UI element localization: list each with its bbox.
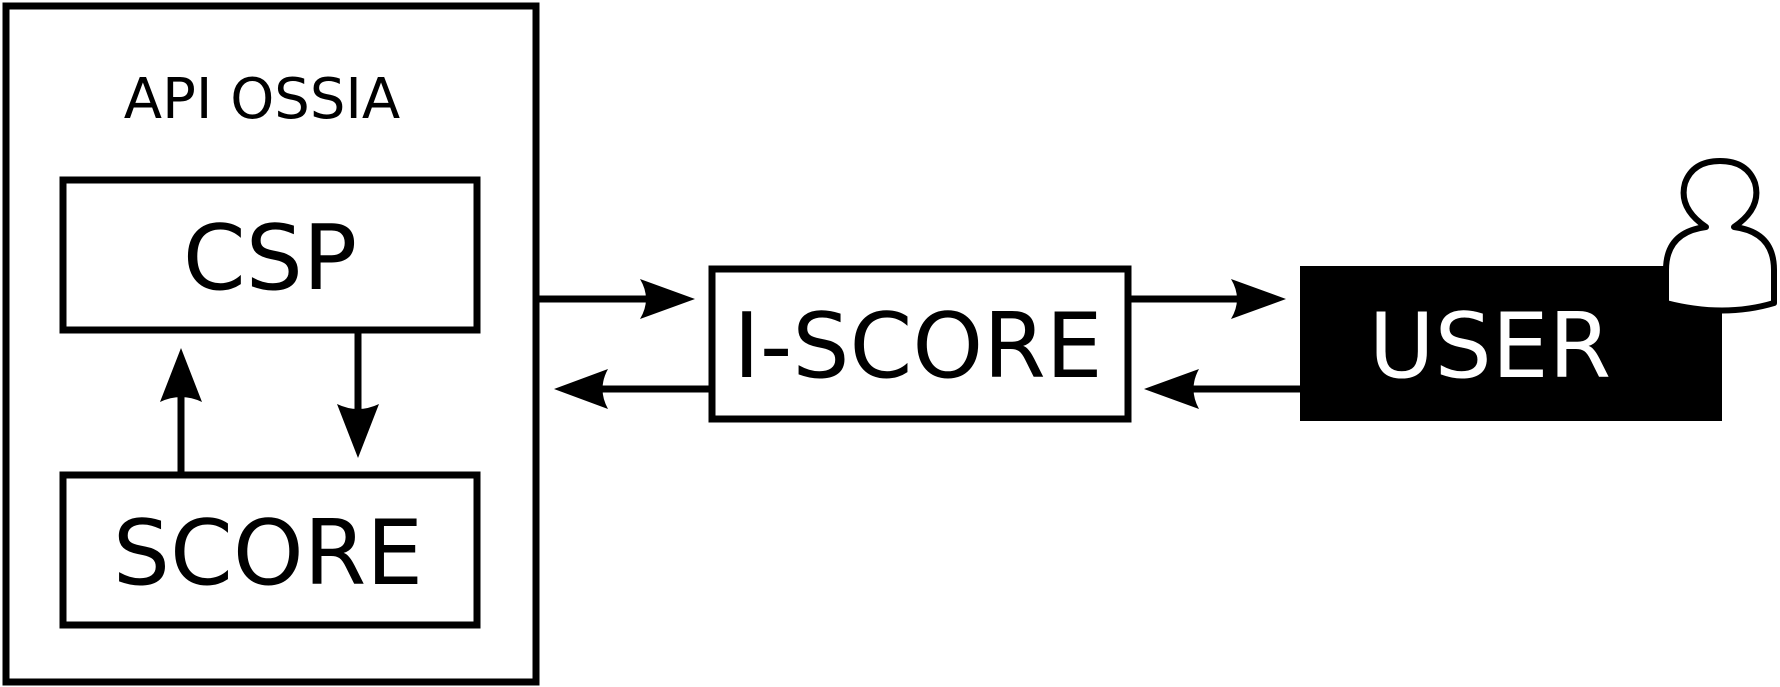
user-box — [1300, 266, 1722, 421]
arrow-csp-to-score — [337, 330, 379, 458]
iscore-box — [708, 265, 1132, 423]
score-box — [59, 471, 481, 629]
csp-box — [59, 176, 481, 334]
api-ossia-frame — [2, 2, 540, 686]
api-ossia-container: API OSSIA — [2, 2, 540, 686]
csp-label: CSP — [183, 206, 357, 311]
iscore-node: I-SCORE — [708, 265, 1132, 423]
arrow-score-to-csp — [160, 348, 202, 475]
user-node: USER — [1300, 266, 1722, 421]
arrow-iscore-to-api — [554, 369, 710, 409]
api-ossia-label: API OSSIA — [124, 67, 400, 132]
arrow-api-to-iscore — [536, 279, 695, 319]
arrow-user-to-iscore — [1144, 369, 1300, 409]
iscore-label: I-SCORE — [733, 294, 1102, 399]
csp-node: CSP — [59, 176, 481, 334]
user-person-icon — [1663, 158, 1777, 314]
score-label: SCORE — [113, 501, 423, 606]
user-label: USER — [1369, 294, 1611, 399]
score-node: SCORE — [59, 471, 481, 629]
arrow-iscore-to-user — [1128, 279, 1286, 319]
